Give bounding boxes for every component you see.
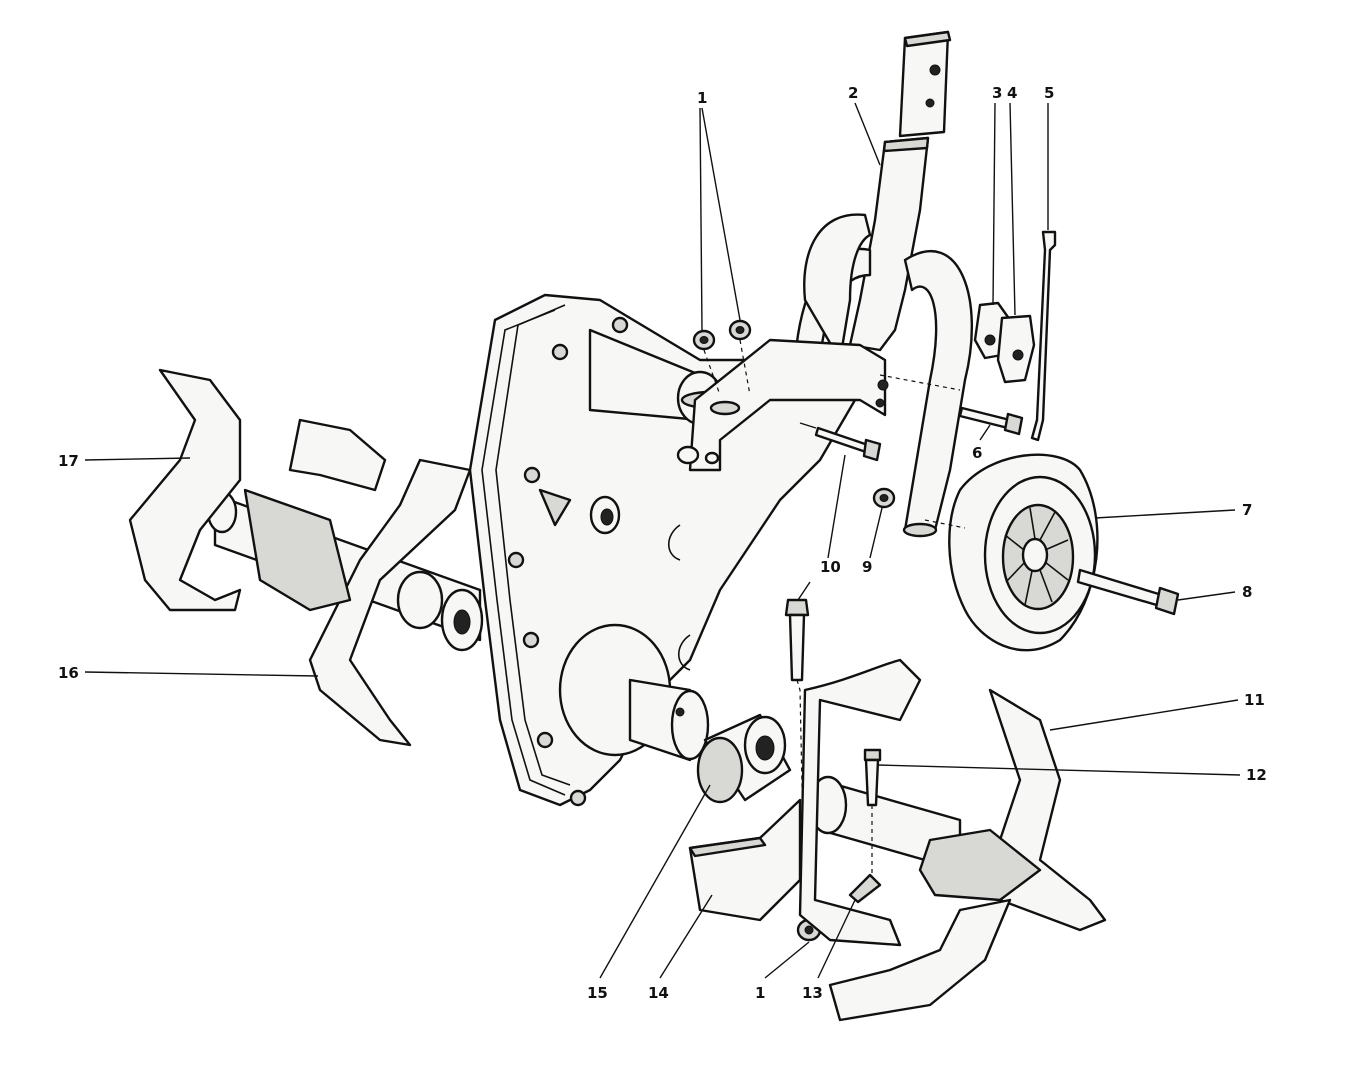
callout-7: 7 xyxy=(1242,501,1252,519)
assembly-lines xyxy=(703,339,966,529)
callout-labels: 1 2 3 4 5 6 7 8 9 10 10 11 12 13 14 15 1… xyxy=(58,84,1267,1002)
callout-8: 8 xyxy=(1242,583,1252,601)
tine-assembly-right xyxy=(798,658,1107,1022)
callout-16: 16 xyxy=(58,664,79,682)
bolt-6 xyxy=(958,406,1024,436)
cross-bracket xyxy=(676,338,889,472)
callout-15: 15 xyxy=(587,984,608,1002)
tine-assembly-left xyxy=(128,368,484,747)
transmission-housing xyxy=(468,293,862,807)
callout-14: 14 xyxy=(648,984,669,1002)
callout-13: 13 xyxy=(802,984,823,1002)
axle-bolt-8 xyxy=(1076,568,1180,616)
leader-lines xyxy=(84,102,1241,979)
wheel-7 xyxy=(948,453,1099,652)
callout-9: 9 xyxy=(862,558,872,576)
callout-1-top: 1 xyxy=(697,89,707,107)
callout-6: 6 xyxy=(972,444,982,462)
collar-15 xyxy=(696,713,792,804)
callout-12: 12 xyxy=(1246,766,1267,784)
callout-17: 17 xyxy=(58,452,79,470)
callout-11: 11 xyxy=(1244,691,1265,709)
hub-14 xyxy=(688,798,802,922)
callout-1-bottom: 1 xyxy=(755,984,765,1002)
callout-10-upper: 10 xyxy=(820,558,841,576)
nut-9 xyxy=(872,487,896,509)
callout-3: 3 xyxy=(992,84,1002,102)
handle-assembly xyxy=(793,30,973,538)
callout-4: 4 xyxy=(1007,84,1017,102)
nuts-1-top xyxy=(692,319,752,351)
callout-5: 5 xyxy=(1044,84,1054,102)
depth-bar-clips xyxy=(973,230,1057,442)
callout-2: 2 xyxy=(848,84,858,102)
